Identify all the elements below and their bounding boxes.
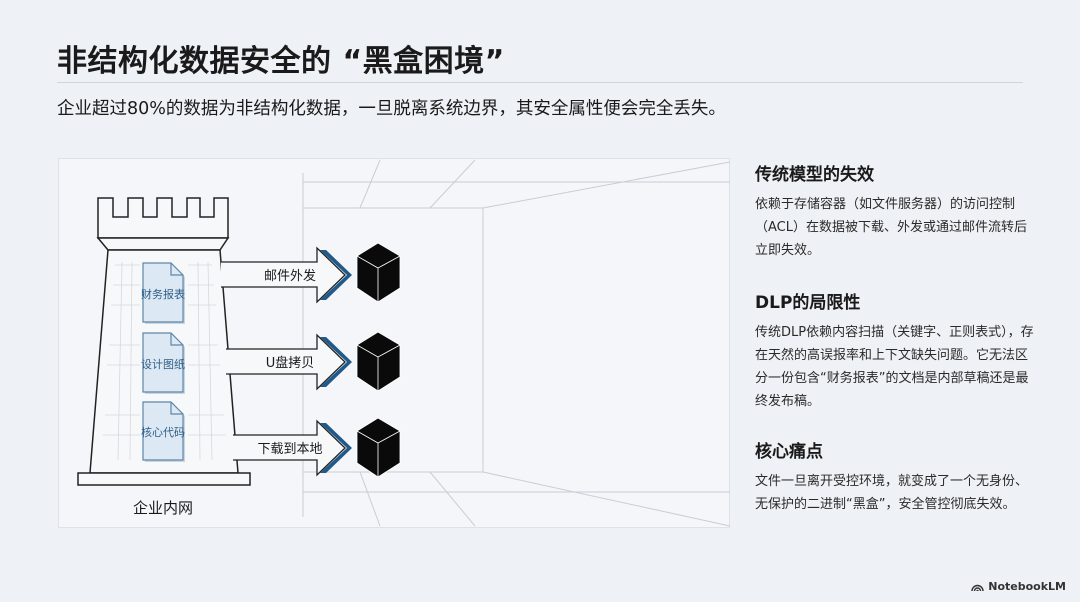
document-label: 财务报表 — [141, 287, 185, 301]
page-title: 非结构化数据安全的 “黑盒困境” — [57, 44, 505, 79]
document-icon — [142, 262, 185, 324]
section-traditional-model: 传统模型的失效 依赖于存储容器（如文件服务器）的访问控制（ACL）在数据被下载、… — [755, 160, 1035, 262]
section-core-pain: 核心痛点 文件一旦离开受控环境，就变成了一个无身份、无保护的二进制“黑盒”，安全… — [755, 437, 1035, 516]
document-icon — [142, 332, 185, 394]
arrow-label: 下载到本地 — [257, 442, 322, 457]
arrow-download — [233, 419, 352, 477]
title-divider — [57, 82, 1023, 83]
document-label: 设计图纸 — [141, 358, 185, 371]
section-body: 文件一旦离开受控环境，就变成了一个无身份、无保护的二进制“黑盒”，安全管控彻底失… — [755, 474, 1029, 512]
section-heading: 传统模型的失效 — [755, 165, 874, 185]
arrow-usb — [226, 333, 352, 391]
page-subtitle: 企业超过80%的数据为非结构化数据，一旦脱离系统边界，其安全属性便会完全丢失。 — [57, 99, 726, 119]
tower-grid — [103, 261, 226, 461]
black-box-cube-icon — [356, 331, 401, 392]
black-box-cube-icon — [356, 242, 401, 303]
section-heading: DLP的局限性 — [755, 293, 861, 313]
arrow-label: U盘拷贝 — [266, 355, 315, 371]
document-icon — [142, 401, 185, 462]
brand-name: NotebookLM — [988, 580, 1066, 593]
brand-watermark: NotebookLM — [971, 580, 1066, 593]
notebooklm-logo-icon — [971, 584, 984, 591]
arrow-label: 邮件外发 — [264, 268, 316, 284]
black-box-cube-icon — [356, 417, 401, 478]
tower-label: 企业内网 — [133, 499, 193, 517]
arrow-email — [221, 246, 352, 304]
section-body: 依赖于存储容器（如文件服务器）的访问控制（ACL）在数据被下载、外发或通过邮件流… — [755, 197, 1027, 258]
section-dlp-limits: DLP的局限性 传统DLP依赖内容扫描（关键字、正则表式），存在天然的高误报率和… — [755, 288, 1035, 413]
section-body: 传统DLP依赖内容扫描（关键字、正则表式），存在天然的高误报率和上下文缺失问题。… — [755, 325, 1034, 409]
document-label: 核心代码 — [141, 425, 185, 439]
section-heading: 核心痛点 — [755, 442, 823, 462]
